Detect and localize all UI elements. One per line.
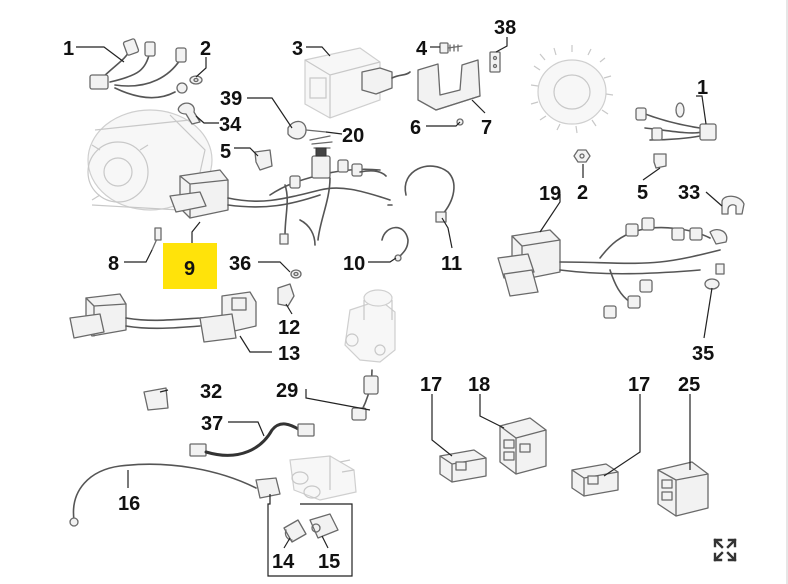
callout-39[interactable]: 39 [220, 88, 242, 110]
part-17-connector-right[interactable] [571, 463, 619, 497]
leader-lines [76, 37, 723, 549]
part-16-cable[interactable] [69, 463, 281, 527]
callout-15[interactable]: 15 [318, 551, 340, 573]
callout-5-left[interactable]: 5 [220, 141, 231, 163]
part-17-connector-left[interactable] [439, 449, 487, 483]
callout-13[interactable]: 13 [278, 343, 300, 365]
callout-1-left[interactable]: 1 [63, 38, 74, 60]
callout-7[interactable]: 7 [481, 117, 492, 139]
callout-2-right[interactable]: 2 [577, 182, 588, 204]
callout-14[interactable]: 14 [272, 551, 295, 573]
part-1-harness-right[interactable] [635, 102, 717, 141]
highlight-box [163, 243, 217, 289]
part-37-cable[interactable] [189, 422, 315, 457]
part-13-harness[interactable] [69, 291, 257, 343]
callout-20[interactable]: 20 [342, 125, 364, 147]
part-5-clip-right[interactable] [653, 153, 667, 169]
callout-36[interactable]: 36 [229, 253, 251, 275]
part-39-key[interactable] [287, 120, 327, 140]
part-29-sensor[interactable] [351, 369, 379, 421]
fullscreen-expand-icon[interactable] [712, 537, 738, 563]
callout-38[interactable]: 38 [494, 17, 516, 39]
callout-17-left[interactable]: 17 [420, 374, 442, 396]
callout-16[interactable]: 16 [118, 493, 140, 515]
callout-37[interactable]: 37 [201, 413, 223, 435]
part-2-washer[interactable] [189, 75, 203, 85]
part-18-connector[interactable] [499, 417, 547, 475]
part-1-harness[interactable] [89, 38, 188, 99]
part-33-hose[interactable] [721, 195, 745, 215]
part-4-screw[interactable] [439, 42, 463, 54]
part-11-cable[interactable] [404, 165, 455, 223]
part-20-keys[interactable] [309, 135, 333, 149]
part-14-bulb[interactable] [283, 519, 307, 543]
part-25-connector[interactable] [657, 461, 709, 517]
callout-25[interactable]: 25 [678, 374, 700, 396]
part-12-clip[interactable] [277, 283, 295, 307]
callout-29[interactable]: 29 [276, 380, 298, 402]
callout-labels: 1 2 3 4 38 39 34 20 6 7 1 5 8 9 19 2 5 3… [63, 17, 714, 573]
callout-5-right[interactable]: 5 [637, 182, 648, 204]
rectifier-ghost [289, 455, 357, 501]
callout-1-right[interactable]: 1 [697, 77, 708, 99]
callout-17-right[interactable]: 17 [628, 374, 650, 396]
callout-8[interactable]: 8 [108, 253, 119, 275]
part-32-sheet[interactable] [143, 387, 169, 411]
part-19-harness[interactable] [497, 217, 728, 319]
callout-6[interactable]: 6 [410, 117, 421, 139]
part-9-regulator-harness[interactable] [169, 147, 393, 246]
part-2-nut-right[interactable] [573, 149, 591, 163]
part-3-control-unit[interactable] [304, 47, 411, 119]
stator-ghost [530, 45, 614, 134]
callout-11[interactable]: 11 [441, 253, 462, 275]
part-15-bulb[interactable] [309, 513, 339, 539]
callout-2-left[interactable]: 2 [200, 38, 211, 60]
callout-33[interactable]: 33 [678, 182, 700, 204]
part-5-clip-left[interactable] [254, 149, 273, 171]
parts-14-15-group [267, 494, 353, 577]
callout-34[interactable]: 34 [219, 114, 242, 136]
callout-12[interactable]: 12 [278, 317, 300, 339]
callout-19[interactable]: 19 [539, 183, 561, 205]
callout-35[interactable]: 35 [692, 343, 714, 365]
callout-9[interactable]: 9 [184, 258, 195, 280]
valve-assembly-ghost [344, 289, 396, 363]
part-35-cap[interactable] [704, 278, 720, 290]
callout-4[interactable]: 4 [416, 38, 428, 60]
callout-32[interactable]: 32 [200, 381, 222, 403]
part-8-pin[interactable] [151, 227, 162, 251]
page-edge-divider [786, 0, 788, 584]
expand-arrows-icon [713, 538, 737, 562]
callout-3[interactable]: 3 [292, 38, 303, 60]
part-10-cable[interactable] [381, 226, 409, 262]
callout-10[interactable]: 10 [343, 253, 365, 275]
leader-9 [191, 221, 201, 243]
callout-18[interactable]: 18 [468, 374, 490, 396]
part-36-washer[interactable] [290, 269, 302, 279]
part-7-bracket[interactable] [417, 59, 481, 111]
part-34-terminal[interactable] [177, 102, 201, 125]
part-38-plate[interactable] [489, 51, 501, 73]
